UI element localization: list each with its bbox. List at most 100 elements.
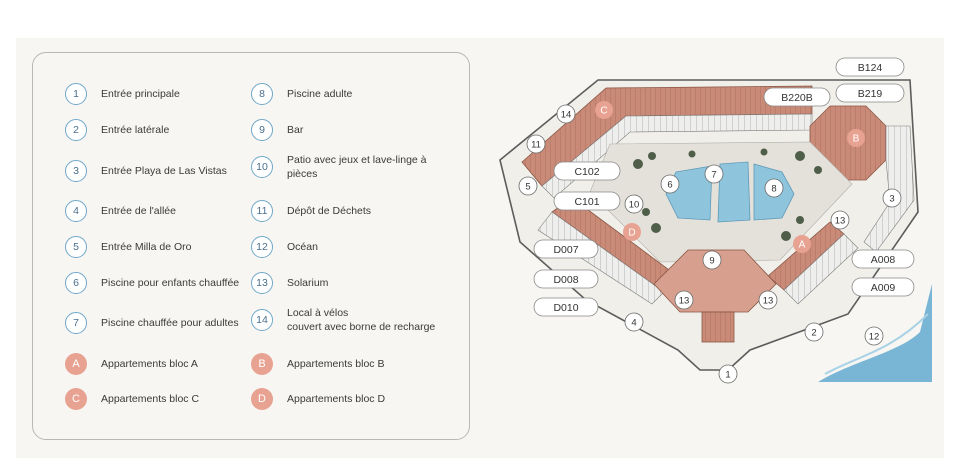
number-marker: 9 [251,119,273,141]
svg-text:D: D [628,228,635,239]
map-marker-1: 1 [718,364,738,384]
svg-text:B: B [853,134,860,145]
legend-item-entree-principale: 1 Entrée principale [65,83,180,105]
unit-label-d008: D008 [533,269,599,289]
legend-item-bloc-b: B Appartements bloc B [251,353,384,375]
legend-item-entree-laterale: 2 Entrée latérale [65,119,169,141]
number-marker: 8 [251,83,273,105]
legend-label: Appartements bloc B [287,357,385,370]
svg-text:1: 1 [725,370,730,381]
legend-label: Entrée principale [101,87,180,100]
svg-text:13: 13 [763,296,774,307]
svg-text:A009: A009 [871,282,896,294]
legend-label: Dépôt de Déchets [287,204,372,217]
legend-item-solarium: 13 Solarium [251,272,328,294]
map-marker-10: 10 [624,194,644,214]
svg-text:12: 12 [869,332,880,343]
legend-label: Bar [287,123,304,136]
legend-item-entree-allee: 4 Entrée de l'allée [65,200,176,222]
number-marker: 7 [65,312,87,334]
map-marker-5: 5 [518,176,538,196]
svg-text:C102: C102 [574,166,599,178]
number-marker: 1 [65,83,87,105]
legend-label: Appartements bloc D [287,392,386,405]
legend-item-entree-playa: 3 Entrée Playa de Las Vistas [65,160,227,182]
map-block-marker-c: C [595,101,613,119]
legend-item-entree-milla: 5 Entrée Milla de Oro [65,236,191,258]
svg-text:8: 8 [771,184,776,195]
svg-text:14: 14 [561,110,572,121]
unit-label-d007: D007 [533,239,599,259]
number-marker: 14 [251,309,273,332]
number-marker: 13 [251,272,273,294]
number-marker: 5 [65,236,87,258]
legend-label: Solarium [287,276,329,289]
unit-label-d010: D010 [533,297,599,317]
legend-label: Entrée Milla de Oro [101,240,192,253]
map-block-marker-a: A [793,235,811,253]
legend-label: Entrée de l'allée [101,204,176,217]
legend-label: Océan [287,240,318,253]
building-block-b-wing [863,125,915,253]
legend-label: Appartements bloc C [101,392,200,405]
legend-label: Piscine adulte [287,87,353,100]
svg-text:D007: D007 [553,244,578,256]
legend-label: Piscine chauffée pour adultes [101,316,239,329]
legend-item-piscine-enfants: 6 Piscine pour enfants chauffée [65,272,239,294]
svg-text:2: 2 [811,328,816,339]
block-marker: D [251,388,273,410]
map-marker-11: 11 [526,134,546,154]
number-marker: 2 [65,119,87,141]
svg-text:6: 6 [667,180,672,191]
number-marker: 12 [251,236,273,258]
block-marker: C [65,388,87,410]
map-marker-14: 14 [556,104,576,124]
legend-item-bloc-d: D Appartements bloc D [251,388,385,410]
legend-item-bloc-c: C Appartements bloc C [65,388,199,410]
legend-label: Piscine pour enfants chauffée [101,276,240,289]
pool-heated [717,161,751,223]
svg-text:C: C [600,106,607,117]
map-marker-13-right: 13 [830,210,850,230]
number-marker: 4 [65,200,87,222]
legend-item-piscine-chauffee: 7 Piscine chauffée pour adultes [65,312,239,334]
entrance-building [701,311,735,343]
unit-label-c101: C101 [553,191,621,211]
unit-label-c102: C102 [553,161,621,181]
legend-item-local-velos: 14 Local à vélos couvert avec borne de r… [251,306,435,334]
unit-label-a008: A008 [851,249,915,269]
garden-trees [633,148,822,241]
number-marker: 10 [251,156,273,179]
unit-label-a009: A009 [851,277,915,297]
map-marker-12: 12 [864,326,884,346]
svg-text:D010: D010 [553,302,578,314]
number-marker: 6 [65,272,87,294]
svg-text:5: 5 [525,182,530,193]
svg-text:A: A [799,240,806,251]
legend-panel: 1 Entrée principale 2 Entrée latérale 3 … [32,52,470,440]
legend-label-multiline: Patio avec jeux et lave-linge à pièces [287,153,427,181]
svg-text:B219: B219 [858,88,883,100]
map-marker-13-center: 13 [758,290,778,310]
map-marker-2: 2 [804,322,824,342]
svg-text:D008: D008 [553,274,578,286]
map-block-marker-d: D [623,223,641,241]
number-marker: 3 [65,160,87,182]
map-marker-4: 4 [624,312,644,332]
legend-label-line-2: pièces [287,168,318,181]
legend-item-bar: 9 Bar [251,119,303,141]
map-marker-9: 9 [702,250,722,270]
unit-label-b220b: B220B [763,87,831,107]
svg-text:4: 4 [631,318,636,329]
legend-label: Entrée latérale [101,123,170,136]
legend-item-ocean: 12 Océan [251,236,318,258]
svg-text:13: 13 [679,296,690,307]
svg-text:B220B: B220B [781,92,813,104]
svg-text:13: 13 [835,216,846,227]
svg-text:11: 11 [531,140,541,151]
svg-text:C101: C101 [574,196,599,208]
legend-label-multiline: Local à vélos couvert avec borne de rech… [287,306,435,334]
svg-text:9: 9 [709,256,714,267]
legend-label-line-1: Local à vélos [287,307,349,319]
legend-item-piscine-adulte: 8 Piscine adulte [251,83,352,105]
